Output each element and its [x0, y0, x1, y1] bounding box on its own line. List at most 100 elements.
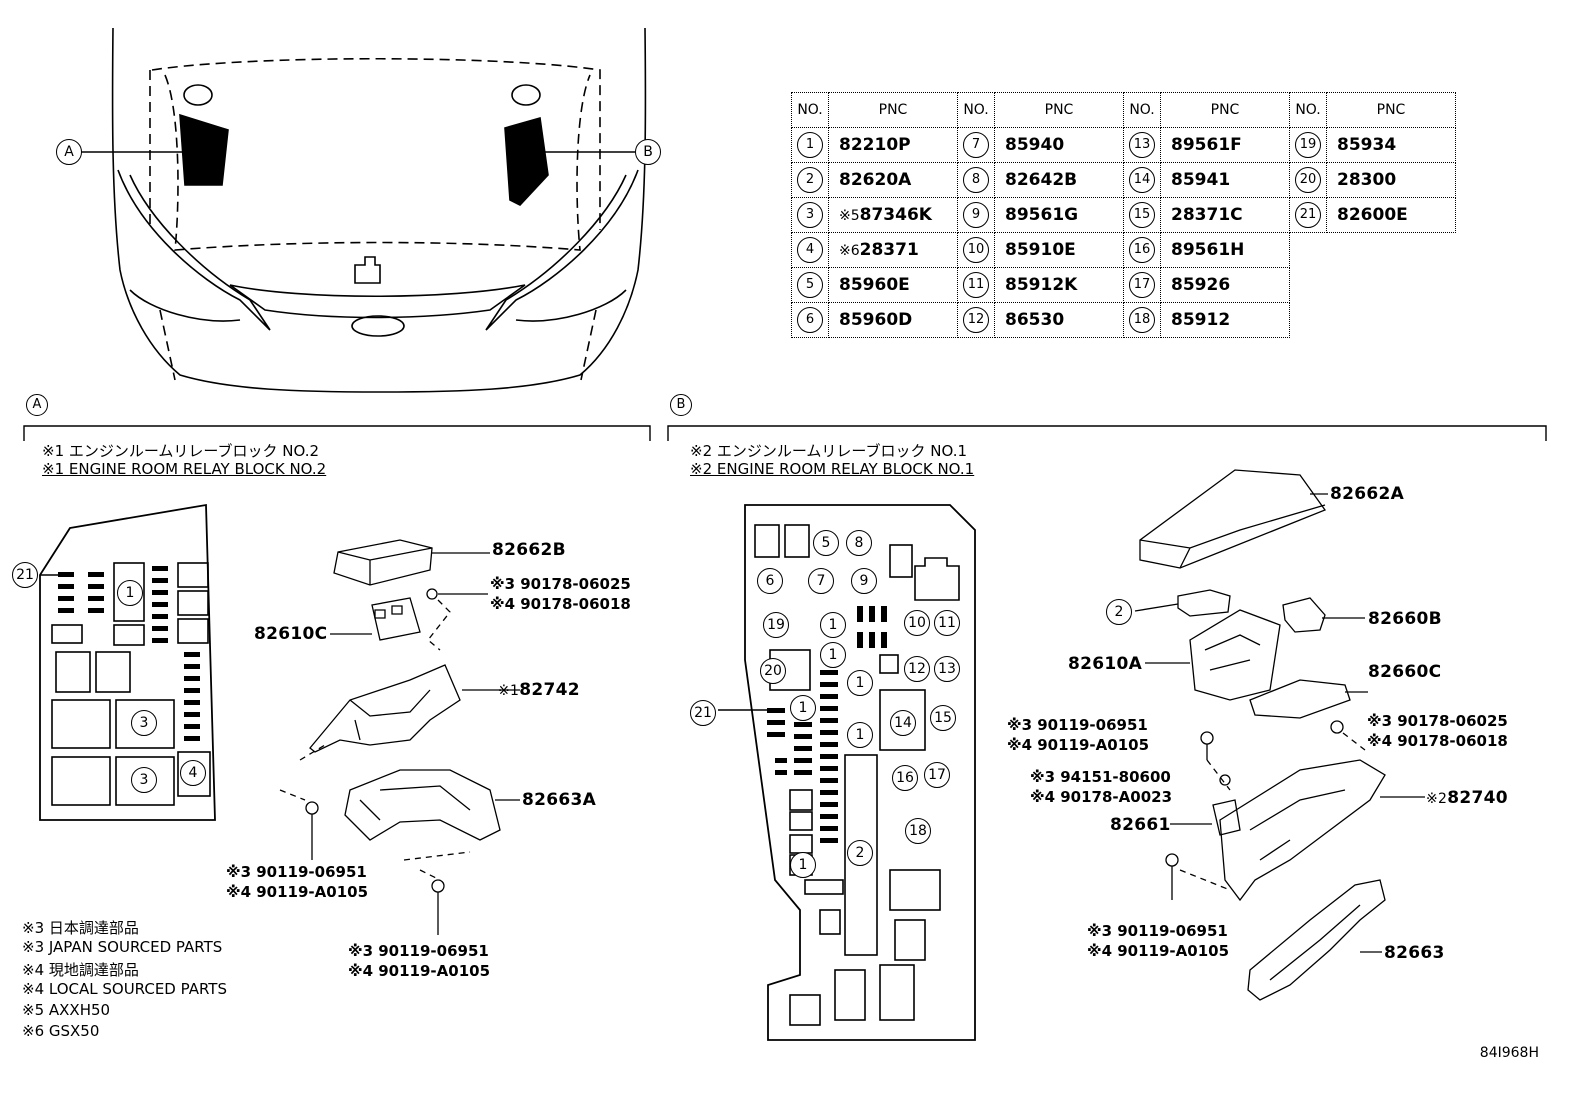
- row-number-circle: 20: [1295, 167, 1321, 193]
- block-position-7: 7: [808, 568, 834, 594]
- empty-cell: [1327, 233, 1456, 268]
- row-number-circle: 16: [1129, 237, 1155, 263]
- header-pnc: PNC: [1160, 92, 1290, 128]
- part-82740-number: 82740: [1447, 788, 1508, 808]
- row-number-circle: 6: [797, 307, 823, 333]
- block-position-8: 8: [846, 530, 872, 556]
- block-position-13: 13: [934, 656, 960, 682]
- pnc-row-number: 7: [957, 127, 995, 163]
- pnc-row-number: 5: [791, 267, 829, 303]
- row-number-circle: 10: [963, 237, 989, 263]
- block-label-1: 1: [117, 580, 143, 606]
- pnc-number: 85941: [1171, 170, 1231, 190]
- empty-cell: [1327, 303, 1456, 338]
- row-number-circle: 5: [797, 272, 823, 298]
- block-position-6: 6: [757, 568, 783, 594]
- pnc-row-number: 21: [1289, 197, 1327, 233]
- pnc-number: 28371: [859, 240, 919, 260]
- empty-cell: [1327, 268, 1456, 303]
- pnc-number: 82210P: [839, 135, 911, 155]
- part-screw-top-1: ※3 90178-06025: [490, 575, 631, 593]
- section-b-title-en: ※2 ENGINE ROOM RELAY BLOCK NO.1: [690, 460, 975, 478]
- pnc-value: 28300: [1326, 162, 1456, 198]
- block-position-9: 9: [851, 568, 877, 594]
- section-b-parts: [1134, 469, 1425, 1001]
- pnc-row-number: 13: [1123, 127, 1161, 163]
- pnc-prefix: ※5: [839, 208, 860, 224]
- header-pnc: PNC: [828, 92, 958, 128]
- part-82663a: 82663A: [522, 790, 597, 810]
- section-a-parts: [279, 539, 520, 935]
- empty-cell: [1290, 268, 1327, 303]
- part-b-bolt-top-1: ※3 90119-06951: [1007, 716, 1148, 734]
- block-label-3: 3: [131, 767, 157, 793]
- part-b-nut-right-2: ※4 90178-06018: [1367, 732, 1508, 750]
- pnc-number: 82620A: [839, 170, 912, 190]
- part-82663: 82663: [1384, 943, 1445, 963]
- pnc-value: 85940: [994, 127, 1124, 163]
- part-82662b: 82662B: [492, 540, 566, 560]
- note-1: ※3 日本調達部品: [22, 919, 139, 937]
- pnc-value: 89561G: [994, 197, 1124, 233]
- part-82662a: 82662A: [1330, 484, 1405, 504]
- pnc-row-number: 9: [957, 197, 995, 233]
- pnc-table-header: NO. PNC NO. PNC NO. PNC NO. PNC: [791, 92, 1456, 128]
- note-6: ※6 GSX50: [22, 1022, 100, 1040]
- pnc-row-number: 18: [1123, 302, 1161, 338]
- part-b-bolt-bot-1: ※3 90119-06951: [1087, 922, 1228, 940]
- part-82610a: 82610A: [1068, 654, 1143, 674]
- pnc-number: 89561F: [1171, 135, 1242, 155]
- pnc-number: 86530: [1005, 310, 1065, 330]
- note-2: ※3 JAPAN SOURCED PARTS: [22, 938, 223, 956]
- note-4: ※4 LOCAL SOURCED PARTS: [22, 980, 227, 998]
- pnc-value: 85912K: [994, 267, 1124, 303]
- part-82740: ※282740: [1426, 788, 1508, 808]
- block-position-18: 18: [905, 818, 931, 844]
- block-position-1: 1: [847, 722, 873, 748]
- pnc-row-number: 19: [1289, 127, 1327, 163]
- row-number-circle: 8: [963, 167, 989, 193]
- pnc-row-number: 8: [957, 162, 995, 198]
- pnc-row-number: 14: [1123, 162, 1161, 198]
- pnc-row-number: 3: [791, 197, 829, 233]
- pnc-row-number: 20: [1289, 162, 1327, 198]
- row-number-circle: 9: [963, 202, 989, 228]
- pnc-row-number: 2: [791, 162, 829, 198]
- part-b-clip-1: ※3 94151-80600: [1030, 768, 1171, 786]
- header-no: NO.: [1289, 92, 1327, 128]
- block-position-11: 11: [934, 610, 960, 636]
- pnc-value: 28371C: [1160, 197, 1290, 233]
- empty-cell: [1290, 233, 1327, 268]
- pnc-row-number: 6: [791, 302, 829, 338]
- note-5: ※5 AXXH50: [22, 1001, 111, 1019]
- pnc-number: 87346K: [859, 205, 932, 225]
- row-number-circle: 3: [797, 202, 823, 228]
- header-no: NO.: [791, 92, 829, 128]
- part-screw-top-2: ※4 90178-06018: [490, 595, 631, 613]
- header-pnc: PNC: [1326, 92, 1456, 128]
- pnc-value: 85910E: [994, 232, 1124, 268]
- part-82742-prefix: ※1: [498, 683, 520, 699]
- relay-block-no1-layout: [718, 504, 976, 1041]
- row-number-circle: 12: [963, 307, 989, 333]
- row-number-circle: 17: [1129, 272, 1155, 298]
- pnc-row-number: 16: [1123, 232, 1161, 268]
- pnc-value: 82210P: [828, 127, 958, 163]
- block-position-12: 12: [904, 656, 930, 682]
- part-b-bolt-bot-2: ※4 90119-A0105: [1087, 942, 1230, 960]
- section-a-marker: A: [26, 394, 48, 416]
- pnc-number: 89561H: [1171, 240, 1245, 260]
- pnc-value: 85960D: [828, 302, 958, 338]
- row-number-circle: 15: [1129, 202, 1155, 228]
- pnc-row-number: 17: [1123, 267, 1161, 303]
- block-position-17: 17: [924, 762, 950, 788]
- pnc-number: 89561G: [1005, 205, 1079, 225]
- pnc-value: 85926: [1160, 267, 1290, 303]
- section-a-title-en: ※1 ENGINE ROOM RELAY BLOCK NO.2: [42, 460, 327, 478]
- pnc-row-number: 15: [1123, 197, 1161, 233]
- pnc-number: 85910E: [1005, 240, 1076, 260]
